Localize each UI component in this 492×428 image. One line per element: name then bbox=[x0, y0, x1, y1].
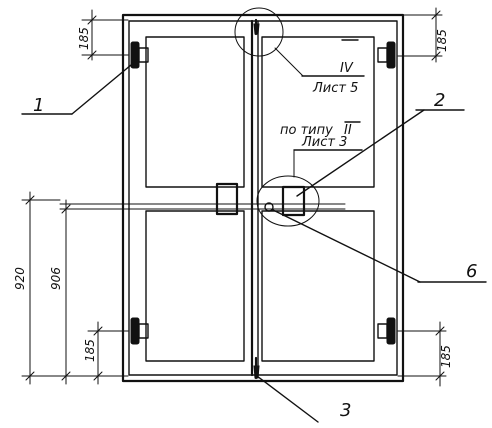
dim-label-bottom-left: 185 bbox=[83, 339, 97, 362]
top-bolt bbox=[253, 18, 260, 36]
dimension-bottom-left: 185 bbox=[83, 321, 129, 385]
detail-circle-top bbox=[234, 7, 284, 57]
callout-2: 2 bbox=[296, 90, 465, 197]
callout-6: 6 bbox=[272, 209, 487, 283]
callout-3: 3 bbox=[256, 375, 351, 423]
hinge-bottom-left bbox=[130, 317, 149, 345]
detail-lock-number: II bbox=[344, 123, 352, 138]
dimension-top-left: 185 bbox=[77, 9, 129, 61]
detail-lock-prefix: по типу bbox=[280, 123, 333, 138]
dim-label-top-left: 185 bbox=[77, 27, 91, 50]
hinges bbox=[130, 41, 396, 345]
lock-box bbox=[281, 185, 306, 217]
callout-2-label: 2 bbox=[434, 90, 445, 111]
panel-top-right bbox=[261, 36, 375, 188]
dim-label-920: 920 bbox=[13, 267, 27, 290]
hinge-top-right bbox=[377, 41, 396, 69]
detail-top-sheet: Лист 5 bbox=[312, 81, 358, 96]
bottom-bolt bbox=[253, 356, 260, 380]
callout-6-label: 6 bbox=[466, 261, 477, 282]
callout-1-label: 1 bbox=[33, 95, 44, 116]
hinge-bottom-right bbox=[377, 317, 396, 345]
dimension-top-right: 185 bbox=[397, 7, 449, 63]
callout-3-label: 3 bbox=[340, 400, 351, 421]
panel-bottom-right bbox=[261, 210, 375, 362]
dim-label-bottom-right: 185 bbox=[439, 345, 453, 368]
keyhole bbox=[264, 202, 274, 212]
detail-reference-top: IV Лист 5 bbox=[274, 39, 365, 96]
dimension-bottom-right: 185 bbox=[397, 321, 453, 387]
dimension-height-920: 920 bbox=[13, 191, 61, 385]
dim-label-906: 906 bbox=[49, 267, 63, 290]
detail-lock-sheet: Лист 3 bbox=[301, 135, 347, 150]
hinge-top-left bbox=[130, 41, 149, 69]
panel-top-left bbox=[145, 36, 245, 188]
detail-top-number: IV bbox=[340, 61, 354, 76]
door-frame bbox=[121, 13, 405, 383]
detail-reference-lock: по типу II Лист 3 bbox=[280, 121, 363, 178]
callout-1: 1 bbox=[21, 59, 138, 116]
dim-label-top-right: 185 bbox=[435, 29, 449, 52]
glazing-panels bbox=[59, 36, 375, 362]
handle-left bbox=[215, 182, 239, 216]
dimension-height-906: 906 bbox=[49, 199, 151, 385]
detail-circle-lock bbox=[256, 175, 320, 227]
panel-bottom-left bbox=[145, 210, 245, 362]
